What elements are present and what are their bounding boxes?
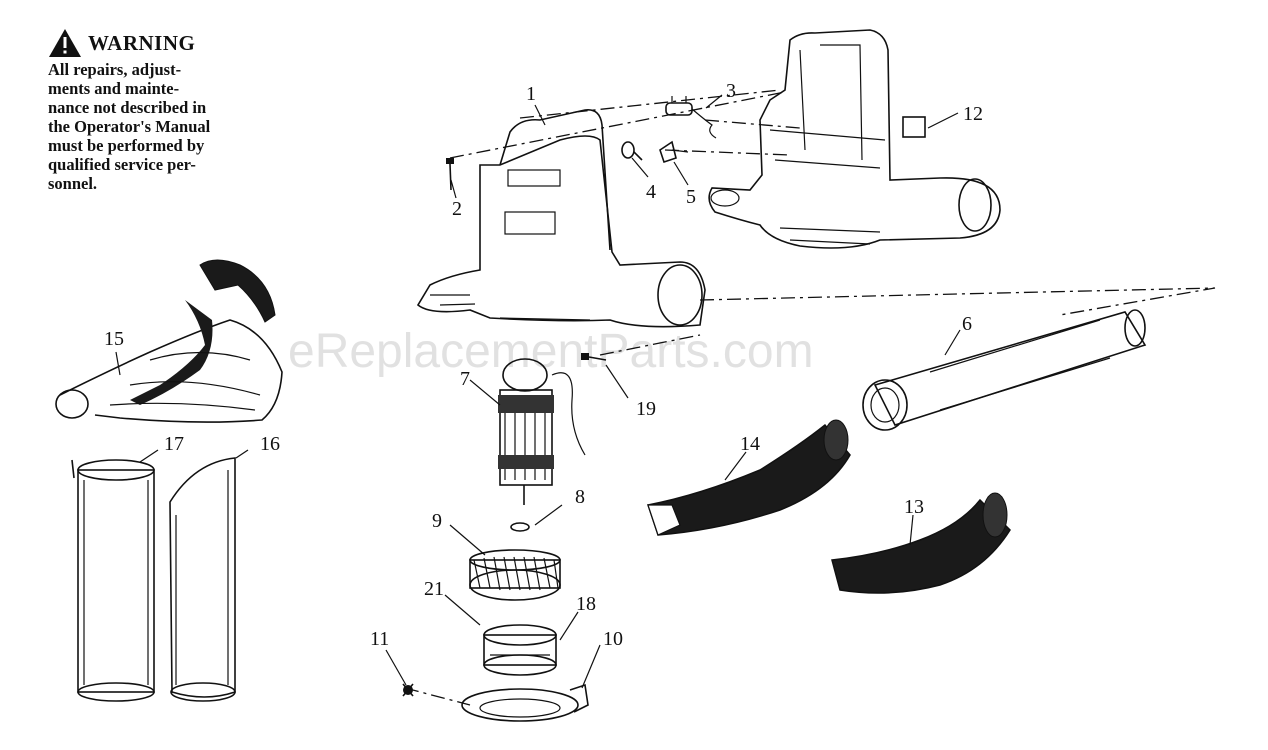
callout-15: 15 (104, 328, 124, 350)
part-4-connector (621, 141, 643, 161)
part-17-tube (71, 459, 155, 702)
part-18-ring (483, 624, 557, 676)
part-8-washer (510, 522, 530, 532)
callout-8: 8 (575, 486, 585, 508)
part-13-nozzle (831, 492, 1011, 594)
leader-lines (115, 94, 961, 689)
warning-triangle-icon (49, 29, 81, 57)
part-2-screw (446, 158, 454, 191)
part-6-blower-tube (862, 309, 1147, 431)
warning-line: nance not described in (48, 98, 207, 117)
part-11-screw (402, 683, 414, 697)
callout-17: 17 (164, 433, 184, 455)
callout-16: 16 (260, 433, 280, 455)
part-15-vacuum-bag (55, 259, 283, 423)
part-3-switch (665, 96, 717, 139)
callout-2: 2 (452, 198, 462, 220)
warning-line: sonnel. (48, 174, 98, 193)
callout-10: 10 (603, 628, 623, 650)
warning-notice: WARNING All repairs, adjust- ments and m… (48, 28, 300, 193)
callout-9: 9 (432, 510, 442, 532)
callout-4: 4 (646, 181, 656, 203)
warning-line: ments and mainte- (48, 79, 180, 98)
warning-line: the Operator's Manual (48, 117, 211, 136)
warning-title: WARNING (88, 30, 196, 55)
part-5-clip (659, 140, 689, 164)
warning-line: must be performed by (48, 136, 205, 155)
callout-11: 11 (370, 628, 389, 650)
callout-1: 1 (526, 83, 536, 105)
part-16-tube (169, 457, 236, 702)
callout-6: 6 (962, 313, 972, 335)
callout-14: 14 (740, 433, 760, 455)
callout-21: 21 (424, 578, 444, 600)
warning-header: WARNING (48, 28, 300, 58)
warning-line: qualified service per- (48, 155, 196, 174)
callout-3: 3 (726, 80, 736, 102)
housing-front-half (416, 108, 706, 328)
callout-19: 19 (636, 398, 656, 420)
part-19-screw (581, 353, 607, 361)
warning-text: All repairs, adjust- ments and mainte- n… (48, 60, 300, 193)
part-7-motor (498, 358, 586, 505)
callout-labels: 1 2 3 4 5 6 7 8 9 10 11 12 13 14 15 16 1… (104, 80, 983, 650)
callout-13: 13 (904, 496, 924, 518)
part-12-label-square (902, 116, 926, 138)
part-10-intake-cover (461, 683, 589, 722)
part-9-fan (469, 549, 561, 601)
callout-18: 18 (576, 593, 596, 615)
warning-line: All repairs, adjust- (48, 60, 182, 79)
watermark-text: eReplacementParts.com (288, 325, 814, 378)
housing-back-half (708, 29, 1001, 249)
part-14-nozzle (647, 419, 851, 536)
callout-5: 5 (686, 186, 696, 208)
callout-7: 7 (460, 368, 470, 390)
callout-12: 12 (963, 103, 983, 125)
